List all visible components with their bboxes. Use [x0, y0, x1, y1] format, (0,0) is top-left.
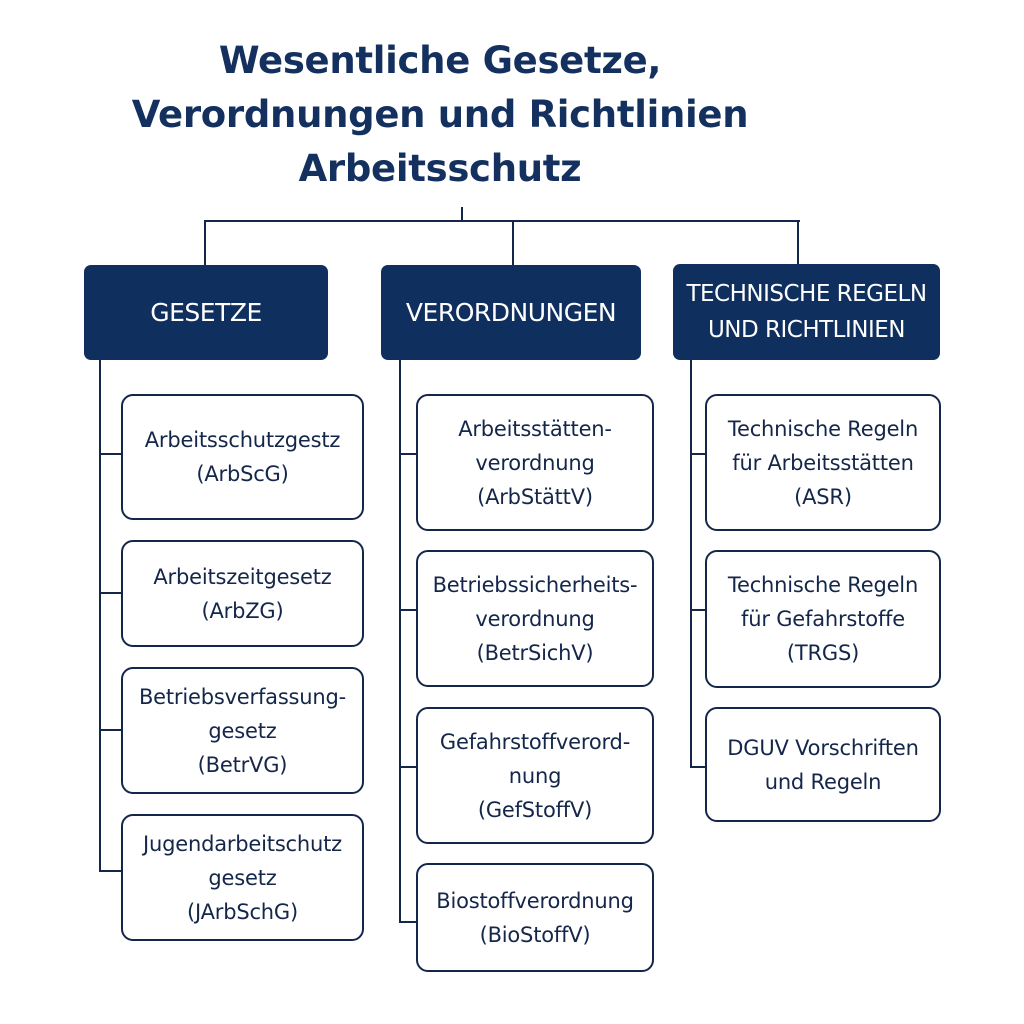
card-arbeitsschutzgesetz: Arbeitsschutzgestz (ArbScG) — [121, 394, 364, 520]
tree-branch-technische-regeln-1 — [690, 453, 707, 455]
tree-branch-verordnungen-2 — [399, 609, 418, 611]
tree-branch-gesetze-1 — [99, 453, 123, 455]
tree-branch-verordnungen-4 — [399, 921, 418, 923]
connector-title-stem — [461, 207, 463, 222]
card-betriebsverfassungsgesetz: Betriebsverfassung- gesetz (BetrVG) — [121, 667, 364, 794]
tree-spine-verordnungen — [399, 360, 401, 923]
header-gesetze: GESETZE — [84, 265, 328, 360]
card-betriebssicherheitsverordnung: Betriebssicherheits- verordnung (BetrSic… — [416, 550, 654, 687]
card-dguv: DGUV Vorschriften und Regeln — [705, 707, 941, 822]
tree-branch-gesetze-3 — [99, 729, 123, 731]
header-verordnungen: VERORDNUNGEN — [381, 265, 641, 360]
connector-drop-verordnungen — [512, 220, 514, 266]
tree-branch-gesetze-2 — [99, 592, 123, 594]
tree-branch-verordnungen-3 — [399, 766, 418, 768]
tree-spine-gesetze — [99, 360, 101, 872]
card-jugendarbeitsschutzgesetz: Jugendarbeitschutz gesetz (JArbSchG) — [121, 814, 364, 941]
tree-branch-technische-regeln-2 — [690, 609, 707, 611]
tree-spine-technische-regeln — [690, 360, 692, 768]
title-line-2: Verordnungen und Richtlinien — [131, 93, 749, 136]
card-asr: Technische Regeln für Arbeitsstätten (AS… — [705, 394, 941, 531]
card-arbeitsstaettenverordnung: Arbeitsstätten- verordnung (ArbStättV) — [416, 394, 654, 531]
card-arbeitszeitgesetz: Arbeitszeitgesetz (ArbZG) — [121, 540, 364, 647]
connector-drop-technische-regeln — [797, 220, 799, 266]
title-line-1: Wesentliche Gesetze, — [218, 39, 662, 82]
card-trgs: Technische Regeln für Gefahrstoffe (TRGS… — [705, 550, 941, 688]
tree-branch-verordnungen-1 — [399, 453, 418, 455]
connector-drop-gesetze — [204, 220, 206, 266]
card-gefahrstoffverordnung: Gefahrstoffverord- nung (GefStoffV) — [416, 707, 654, 844]
diagram-title: Wesentliche Gesetze, Verordnungen und Ri… — [0, 34, 880, 196]
connector-top-horizontal — [204, 220, 800, 222]
card-biostoffverordnung: Biostoffverordnung (BioStoffV) — [416, 863, 654, 972]
title-line-3: Arbeitsschutz — [298, 147, 582, 190]
header-technische-regeln: TECHNISCHE REGELN UND RICHTLINIEN — [673, 264, 940, 360]
tree-branch-gesetze-4 — [99, 870, 123, 872]
tree-branch-technische-regeln-3 — [690, 766, 707, 768]
